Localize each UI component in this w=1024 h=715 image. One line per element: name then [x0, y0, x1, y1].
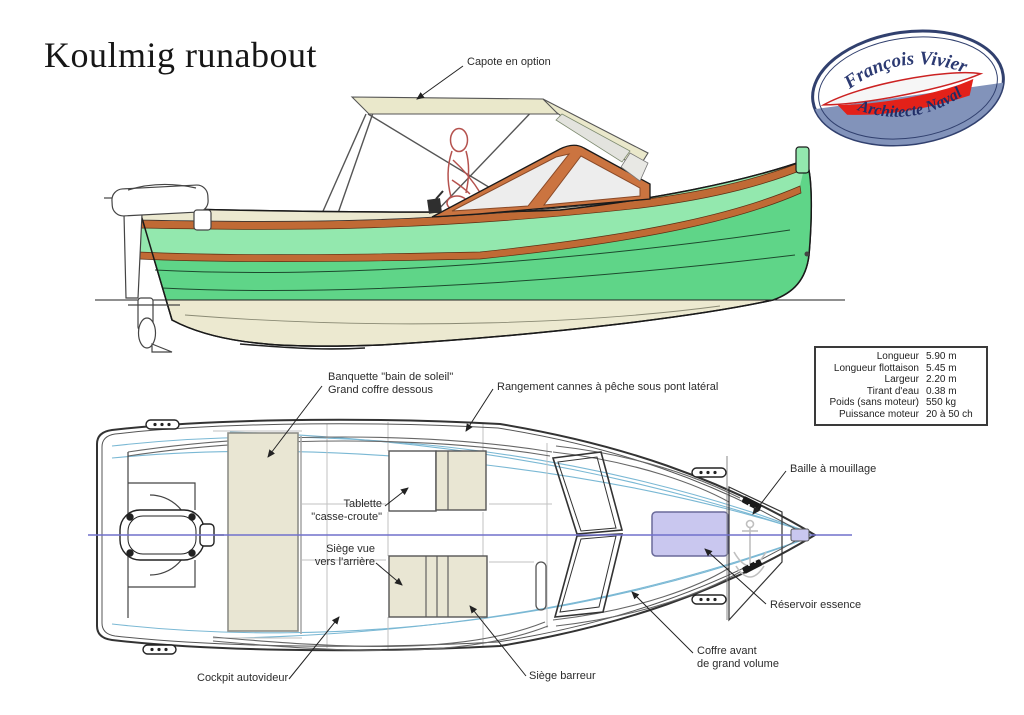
hull-upper-strake-light-green [139, 160, 806, 255]
outboard-motor [104, 183, 212, 353]
bow-fitting [804, 251, 810, 257]
steering-console [427, 190, 444, 214]
spec-row: Tirant d'eau 0.38 m [866, 385, 957, 397]
stem-head [795, 146, 810, 174]
spec-row: Largeur 2.20 m [884, 374, 957, 385]
table-and-seat-upper [388, 450, 487, 512]
spec-row: Poids (sans moteur) 550 kg [829, 397, 957, 408]
label-barreur: Siège barreur [529, 670, 596, 682]
page-title: Koulmig runabout [44, 35, 317, 75]
label-cockpit: Cockpit autovideur [197, 672, 289, 684]
helmsman-figure [446, 127, 482, 211]
logo-boat-hull [823, 71, 984, 115]
architect-logo: François Vivier Architecte Naval [807, 29, 1011, 157]
label-capote: Capote en option [467, 56, 551, 68]
grab-rail [535, 561, 547, 611]
label-reservoir: Réservoir essence [770, 599, 862, 611]
spec-row: Longueur flottaison 5.45 m [833, 362, 957, 374]
specifications-table: Longueur 5.90 m Longueur flottaison 5.45… [814, 346, 988, 426]
stem-fitting-plan [790, 528, 810, 542]
fuel-tank [651, 511, 729, 557]
label-tablette: Tablette "casse-croute" [311, 498, 382, 523]
label-siege-vue: Siège vue vers l'arrière [314, 543, 375, 568]
label-banquette: Banquette "bain de soleil" Grand coffre … [328, 371, 454, 396]
planking-seams [154, 229, 796, 350]
cleats [142, 419, 727, 655]
leader-lines [267, 65, 787, 680]
anchor-locker [726, 456, 783, 622]
capote-canvas-top [350, 96, 649, 182]
spec-row: Puissance moteur 20 à 50 ch [838, 408, 973, 420]
banquette-bench [227, 432, 302, 634]
helm-seat-lower [388, 555, 488, 618]
spray-rail-orange [138, 185, 802, 262]
side-view [95, 96, 845, 353]
label-coffre: Coffre avant de grand volume [697, 645, 779, 670]
spec-row: Longueur 5.90 m [876, 351, 957, 362]
label-baille: Baille à mouillage [790, 463, 877, 475]
windshield [431, 144, 651, 218]
plan-view [88, 418, 852, 655]
label-rangement: Rangement cannes à pêche sous pont latér… [497, 381, 719, 393]
